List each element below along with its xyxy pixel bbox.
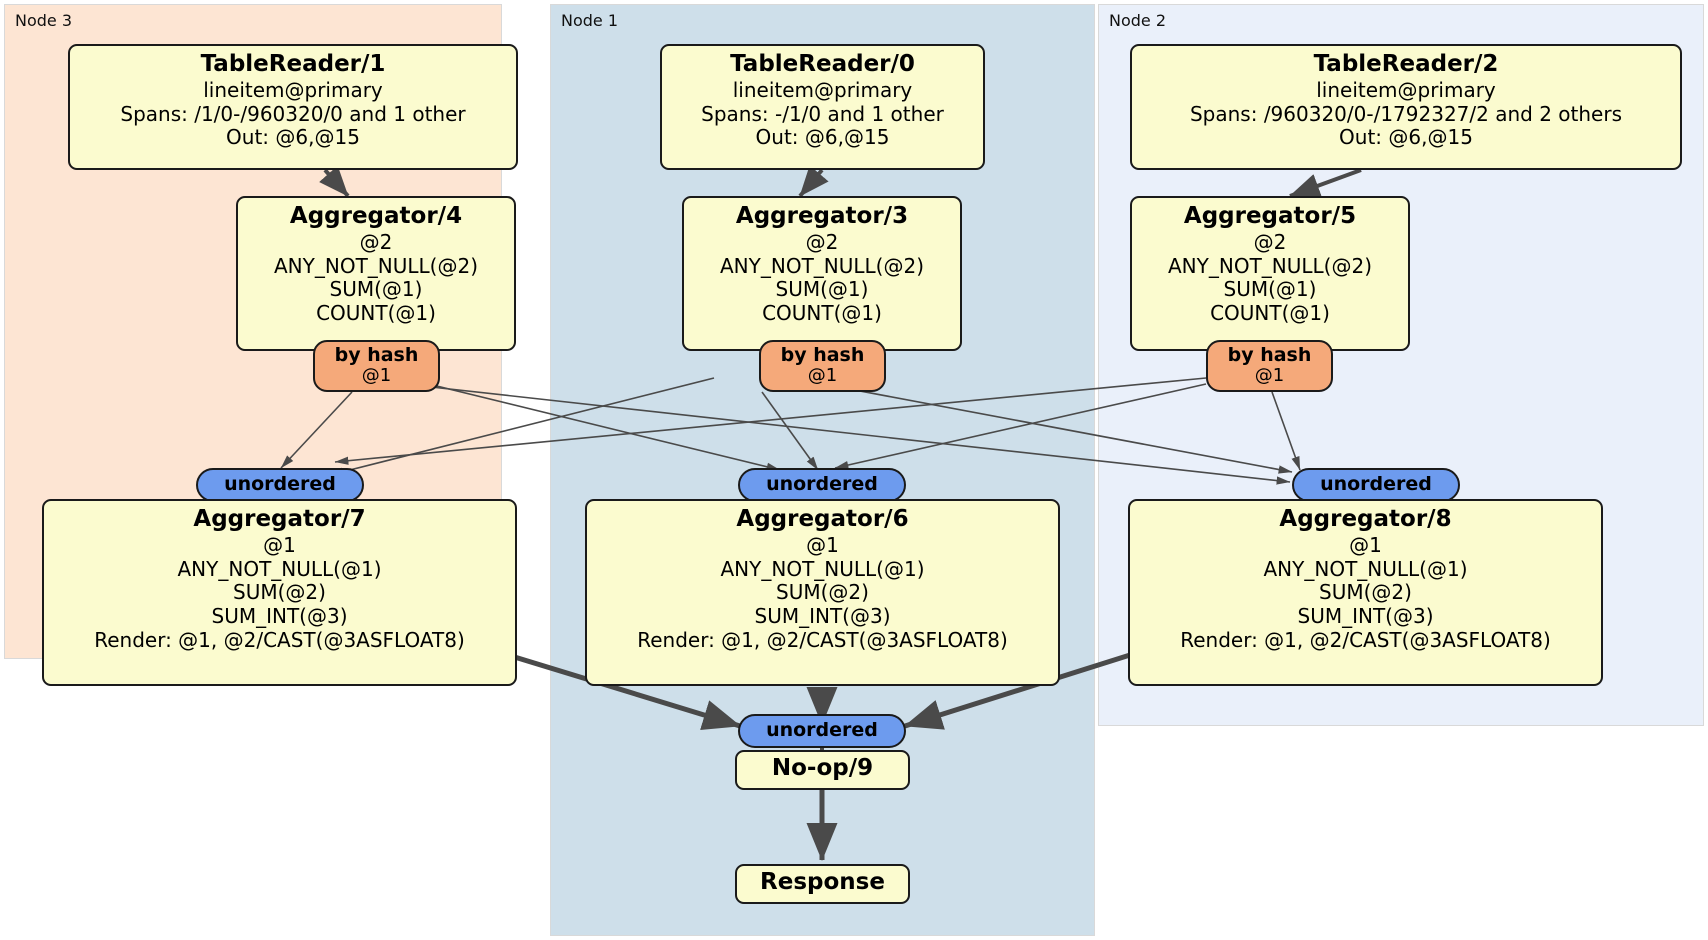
synchronizer-unordered-final[interactable]: unordered bbox=[738, 714, 906, 748]
router-label: by hash bbox=[334, 344, 419, 366]
processor-title: Aggregator/5 bbox=[1183, 203, 1357, 229]
processor-noop-9[interactable]: No-op/9 bbox=[735, 750, 910, 790]
router-column: @1 bbox=[1254, 365, 1285, 387]
processor-line: ANY_NOT_NULL(@2) bbox=[274, 253, 478, 278]
processor-line: @2 bbox=[359, 230, 393, 255]
processor-line: Render: @1, @2/CAST(@3ASFLOAT8) bbox=[1180, 627, 1551, 652]
synchronizer-unordered-center[interactable]: unordered bbox=[738, 468, 906, 502]
processor-aggregator-8[interactable]: Aggregator/8 @1 ANY_NOT_NULL(@1) SUM(@2)… bbox=[1128, 499, 1603, 686]
router-label: by hash bbox=[1227, 344, 1312, 366]
router-by-hash-center[interactable]: by hash @1 bbox=[759, 340, 886, 392]
processor-title: Aggregator/7 bbox=[193, 506, 366, 532]
router-by-hash-left[interactable]: by hash @1 bbox=[313, 340, 440, 392]
processor-line: @1 bbox=[806, 533, 839, 558]
processor-aggregator-3[interactable]: Aggregator/3 @2 ANY_NOT_NULL(@2) SUM(@1)… bbox=[682, 196, 962, 351]
synchronizer-label: unordered bbox=[766, 473, 878, 496]
processor-title: TableReader/2 bbox=[1313, 51, 1499, 77]
processor-title: Response bbox=[760, 869, 885, 895]
processor-line: Render: @1, @2/CAST(@3ASFLOAT8) bbox=[94, 627, 465, 652]
processor-line: @1 bbox=[263, 533, 296, 558]
processor-title: TableReader/0 bbox=[730, 51, 915, 77]
processor-response[interactable]: Response bbox=[735, 864, 910, 904]
processor-line: Spans: -/1/0 and 1 other bbox=[701, 101, 944, 126]
processor-line: lineitem@primary bbox=[732, 78, 913, 103]
synchronizer-unordered-left[interactable]: unordered bbox=[196, 468, 364, 502]
router-column: @1 bbox=[361, 365, 392, 387]
processor-tablereader-1[interactable]: TableReader/1 lineitem@primary Spans: /1… bbox=[68, 44, 518, 170]
processor-line: SUM(@1) bbox=[775, 277, 869, 302]
processor-line: COUNT(@1) bbox=[1210, 300, 1330, 325]
processor-aggregator-6[interactable]: Aggregator/6 @1 ANY_NOT_NULL(@1) SUM(@2)… bbox=[585, 499, 1060, 686]
processor-line: SUM_INT(@3) bbox=[1297, 603, 1434, 628]
processor-line: ANY_NOT_NULL(@1) bbox=[1263, 556, 1468, 581]
synchronizer-label: unordered bbox=[766, 719, 878, 742]
node-region-label-node1: Node 1 bbox=[561, 11, 619, 30]
processor-line: COUNT(@1) bbox=[762, 300, 882, 325]
node-region-label-node3: Node 3 bbox=[15, 11, 73, 30]
processor-line: ANY_NOT_NULL(@2) bbox=[1168, 253, 1372, 278]
synchronizer-unordered-right[interactable]: unordered bbox=[1292, 468, 1460, 502]
router-column: @1 bbox=[807, 365, 838, 387]
processor-line: SUM(@1) bbox=[1223, 277, 1317, 302]
synchronizer-label: unordered bbox=[224, 473, 336, 496]
processor-tablereader-2[interactable]: TableReader/2 lineitem@primary Spans: /9… bbox=[1130, 44, 1682, 170]
processor-line: SUM(@2) bbox=[233, 580, 326, 605]
processor-line: Out: @6,@15 bbox=[755, 125, 890, 150]
processor-line: @2 bbox=[805, 230, 839, 255]
processor-line: ANY_NOT_NULL(@1) bbox=[720, 556, 925, 581]
processor-line: Spans: /1/0-/960320/0 and 1 other bbox=[120, 101, 466, 126]
processor-title: TableReader/1 bbox=[200, 51, 386, 77]
processor-tablereader-0[interactable]: TableReader/0 lineitem@primary Spans: -/… bbox=[660, 44, 985, 170]
processor-line: SUM(@2) bbox=[776, 580, 869, 605]
processor-line: @1 bbox=[1349, 533, 1382, 558]
processor-line: SUM(@1) bbox=[329, 277, 423, 302]
processor-title: Aggregator/3 bbox=[735, 203, 909, 229]
processor-line: SUM(@2) bbox=[1319, 580, 1412, 605]
processor-aggregator-7[interactable]: Aggregator/7 @1 ANY_NOT_NULL(@1) SUM(@2)… bbox=[42, 499, 517, 686]
processor-line: COUNT(@1) bbox=[316, 300, 436, 325]
processor-title: Aggregator/6 bbox=[736, 506, 909, 532]
processor-line: Out: @6,@15 bbox=[1339, 125, 1473, 150]
processor-title: Aggregator/4 bbox=[289, 203, 463, 229]
processor-line: ANY_NOT_NULL(@2) bbox=[720, 253, 924, 278]
processor-line: Out: @6,@15 bbox=[226, 125, 360, 150]
processor-title: No-op/9 bbox=[771, 755, 874, 781]
processor-line: @2 bbox=[1253, 230, 1287, 255]
router-label: by hash bbox=[780, 344, 865, 366]
synchronizer-label: unordered bbox=[1320, 473, 1432, 496]
processor-line: ANY_NOT_NULL(@1) bbox=[177, 556, 382, 581]
processor-line: lineitem@primary bbox=[203, 78, 383, 103]
processor-line: SUM_INT(@3) bbox=[754, 603, 891, 628]
processor-aggregator-5[interactable]: Aggregator/5 @2 ANY_NOT_NULL(@2) SUM(@1)… bbox=[1130, 196, 1410, 351]
router-by-hash-right[interactable]: by hash @1 bbox=[1206, 340, 1333, 392]
processor-aggregator-4[interactable]: Aggregator/4 @2 ANY_NOT_NULL(@2) SUM(@1)… bbox=[236, 196, 516, 351]
processor-line: Spans: /960320/0-/1792327/2 and 2 others bbox=[1189, 101, 1622, 126]
processor-line: Render: @1, @2/CAST(@3ASFLOAT8) bbox=[637, 627, 1008, 652]
processor-line: SUM_INT(@3) bbox=[211, 603, 348, 628]
node-region-label-node2: Node 2 bbox=[1109, 11, 1167, 30]
processor-line: lineitem@primary bbox=[1316, 78, 1496, 103]
processor-title: Aggregator/8 bbox=[1279, 506, 1452, 532]
